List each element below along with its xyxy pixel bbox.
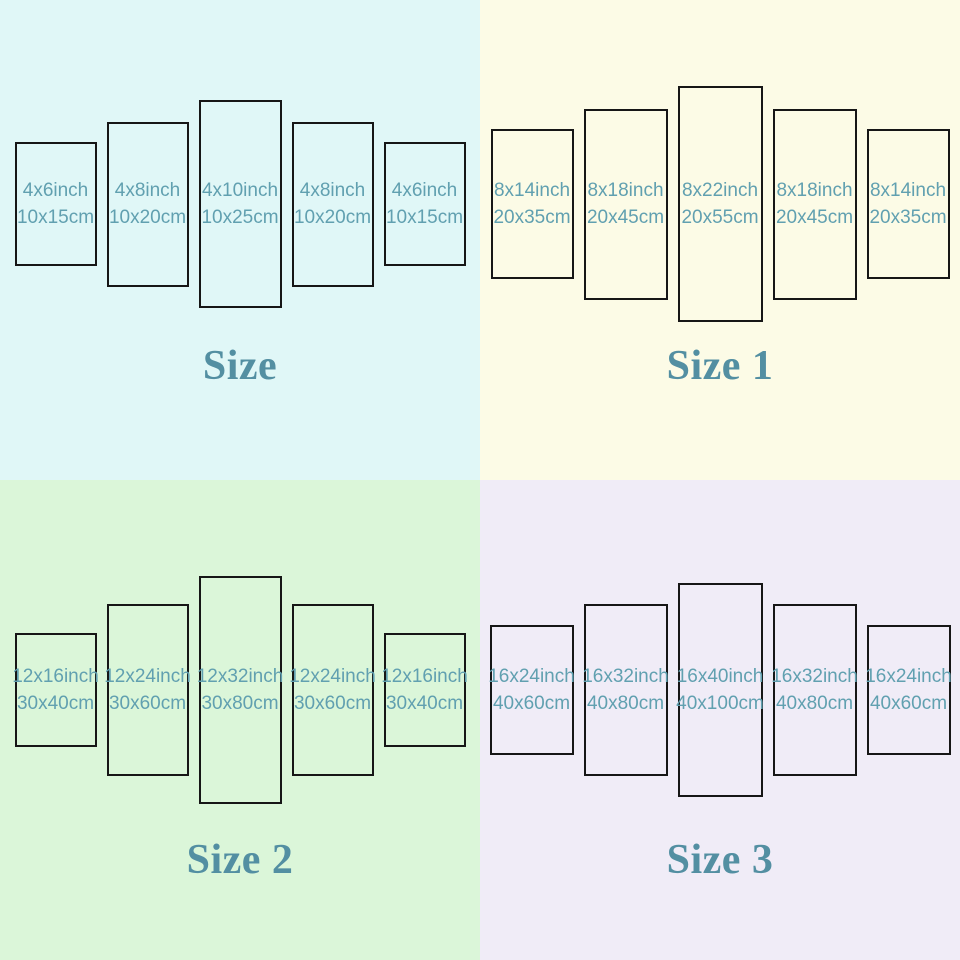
quadrant-title: Size xyxy=(202,343,278,389)
canvas-panel: 4x6inch 10x15cm xyxy=(14,142,97,266)
quadrant-title: Size 2 xyxy=(186,837,294,883)
panel-size-cm: 40x60cm xyxy=(869,693,948,714)
canvas-panel: 4x8inch 10x20cm xyxy=(291,121,374,287)
panel-size-inch: 8x14inch xyxy=(493,180,571,201)
panel-size-cm: 30x60cm xyxy=(108,693,187,714)
canvas-panel: 8x14inch 20x35cm xyxy=(490,129,574,279)
quadrant-title: Size 3 xyxy=(666,837,774,883)
panel-size-cm: 30x40cm xyxy=(385,693,464,714)
panel-size-cm: 10x15cm xyxy=(16,207,95,228)
panel-size-cm: 10x15cm xyxy=(385,207,464,228)
canvas-panel: 12x24inch 30x60cm xyxy=(289,604,376,776)
size-chart-quadrant-size-2: 12x16inch 30x40cm 12x24inch 30x60cm 12x3… xyxy=(0,480,480,960)
canvas-panel: 16x40inch 40x100cm xyxy=(676,583,764,797)
panel-size-inch: 4x6inch xyxy=(391,180,458,201)
panel-size-cm: 20x35cm xyxy=(869,207,947,228)
panel-size-inch: 16x24inch xyxy=(488,666,575,687)
panel-size-cm: 30x40cm xyxy=(16,693,95,714)
panel-row: 16x24inch 40x60cm 16x32inch 40x80cm 16x4… xyxy=(480,480,960,900)
panel-size-inch: 8x22inch xyxy=(681,180,759,201)
panel-size-inch: 16x40inch xyxy=(676,666,764,687)
canvas-panel: 8x18inch 20x45cm xyxy=(772,108,857,300)
panel-size-cm: 20x45cm xyxy=(586,207,665,228)
panel-size-cm: 30x80cm xyxy=(201,693,279,714)
panel-size-inch: 12x24inch xyxy=(289,666,376,687)
panel-size-cm: 40x80cm xyxy=(775,693,854,714)
panel-size-inch: 4x10inch xyxy=(201,180,279,201)
panel-size-inch: 4x8inch xyxy=(299,180,366,201)
panel-size-inch: 16x32inch xyxy=(582,666,669,687)
size-chart-quadrant-size-3: 16x24inch 40x60cm 16x32inch 40x80cm 16x4… xyxy=(480,480,960,960)
panel-size-cm: 20x35cm xyxy=(493,207,571,228)
panel-size-inch: 8x18inch xyxy=(587,180,664,201)
panel-size-inch: 8x14inch xyxy=(869,180,947,201)
canvas-panel: 8x18inch 20x45cm xyxy=(583,108,668,300)
canvas-panel: 4x6inch 10x15cm xyxy=(383,142,466,266)
panel-size-inch: 4x6inch xyxy=(22,180,89,201)
panel-row: 12x16inch 30x40cm 12x24inch 30x60cm 12x3… xyxy=(0,480,480,900)
panel-size-cm: 40x80cm xyxy=(586,693,665,714)
panel-size-cm: 10x20cm xyxy=(108,207,187,228)
canvas-panel: 12x32inch 30x80cm xyxy=(196,576,284,804)
canvas-panel: 12x16inch 30x40cm xyxy=(12,633,99,747)
panel-size-inch: 8x18inch xyxy=(776,180,853,201)
canvas-panel: 4x10inch 10x25cm xyxy=(198,100,282,308)
size-chart-quadrant-size: 4x6inch 10x15cm 4x8inch 10x20cm 4x10inch… xyxy=(0,0,480,480)
canvas-panel: 16x32inch 40x80cm xyxy=(582,604,669,776)
canvas-panel: 16x32inch 40x80cm xyxy=(771,604,858,776)
canvas-panel: 16x24inch 40x60cm xyxy=(865,625,952,755)
panel-size-cm: 40x60cm xyxy=(492,693,571,714)
canvas-panel: 12x16inch 30x40cm xyxy=(381,633,468,747)
panel-size-inch: 12x16inch xyxy=(12,666,99,687)
canvas-panel: 16x24inch 40x60cm xyxy=(488,625,575,755)
panel-size-cm: 10x25cm xyxy=(201,207,279,228)
panel-size-inch: 16x32inch xyxy=(771,666,858,687)
panel-size-inch: 12x24inch xyxy=(104,666,191,687)
panel-size-cm: 40x100cm xyxy=(676,693,764,714)
panel-size-inch: 4x8inch xyxy=(114,180,181,201)
panel-size-cm: 20x55cm xyxy=(681,207,759,228)
canvas-panel: 4x8inch 10x20cm xyxy=(106,121,189,287)
canvas-panel: 8x22inch 20x55cm xyxy=(677,86,763,322)
panel-row: 8x14inch 20x35cm 8x18inch 20x45cm 8x22in… xyxy=(480,0,960,408)
canvas-panel: 12x24inch 30x60cm xyxy=(104,604,191,776)
panel-size-inch: 12x16inch xyxy=(381,666,468,687)
panel-size-cm: 30x60cm xyxy=(293,693,372,714)
panel-row: 4x6inch 10x15cm 4x8inch 10x20cm 4x10inch… xyxy=(0,0,480,408)
quadrant-title: Size 1 xyxy=(666,343,774,389)
canvas-panel: 8x14inch 20x35cm xyxy=(866,129,950,279)
size-chart-quadrant-size-1: 8x14inch 20x35cm 8x18inch 20x45cm 8x22in… xyxy=(480,0,960,480)
panel-size-inch: 16x24inch xyxy=(865,666,952,687)
panel-size-cm: 20x45cm xyxy=(775,207,854,228)
panel-size-inch: 12x32inch xyxy=(196,666,284,687)
panel-size-cm: 10x20cm xyxy=(293,207,372,228)
